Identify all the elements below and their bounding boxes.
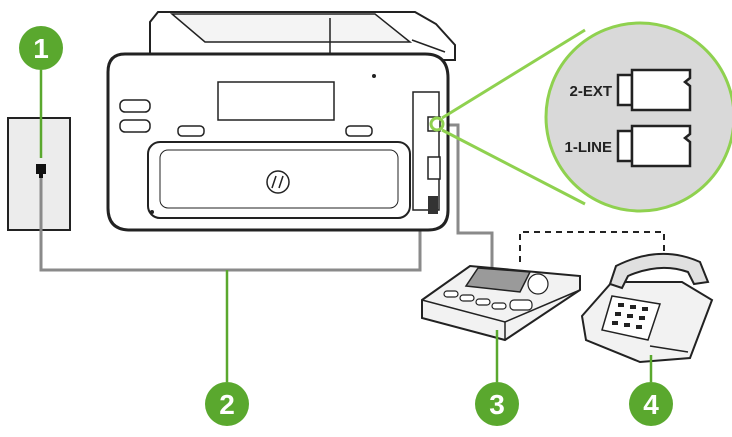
callout-3: 3 <box>475 382 519 426</box>
callout-3-text: 3 <box>489 389 505 420</box>
ext-port-label: 2-EXT <box>569 83 612 100</box>
callout-4-text: 4 <box>643 389 659 420</box>
callout-2: 2 <box>205 382 249 426</box>
port-zoom-view: 2-EXT 1-LINE <box>544 21 732 213</box>
ext-port-icon <box>616 68 692 112</box>
line-port-label: 1-LINE <box>564 139 612 156</box>
callout-4: 4 <box>629 382 673 426</box>
callout-1: 1 <box>19 26 63 70</box>
callout-1-text: 1 <box>33 33 49 64</box>
wall-phone-jack <box>7 117 71 231</box>
extension-link <box>519 231 665 262</box>
line-port-icon <box>616 124 692 168</box>
answering-machine <box>421 264 581 342</box>
callout-2-text: 2 <box>219 389 235 420</box>
telephone <box>580 253 714 364</box>
printer-rear-view <box>106 11 456 232</box>
port-zoom-connector <box>429 28 586 206</box>
